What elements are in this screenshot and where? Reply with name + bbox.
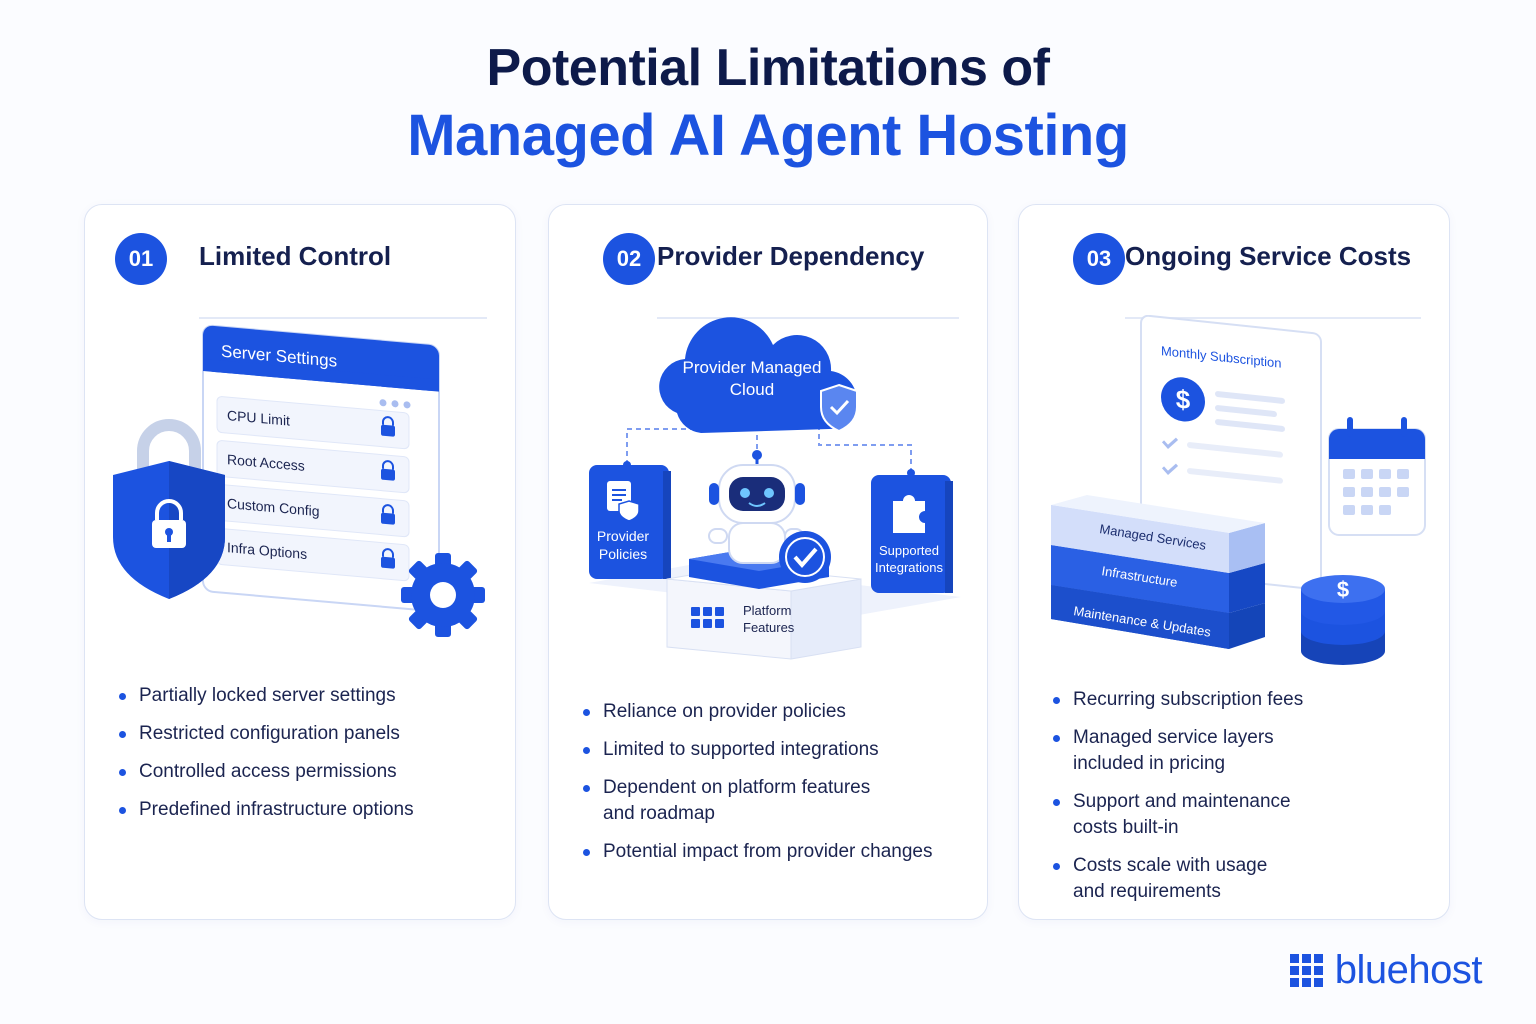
block-label: Provider [597, 528, 649, 544]
block-label: Policies [599, 546, 647, 562]
svg-text:$: $ [1176, 384, 1191, 415]
list-item: Controlled access permissions [117, 759, 495, 785]
card-provider-dependency: 02 Provider Dependency Provider Managed … [548, 204, 988, 920]
lock-shield-icon [113, 419, 225, 599]
block-label: Integrations [875, 560, 943, 575]
checklist-icon [1161, 437, 1283, 484]
bullet-list: Partially locked server settings Restric… [117, 683, 495, 835]
row-label: Root Access [227, 451, 305, 474]
window-dots-icon [379, 399, 387, 407]
card-number-badge: 02 [603, 233, 655, 285]
card-title: Limited Control [199, 241, 392, 271]
list-item: Costs scale with usage and requirements [1051, 853, 1271, 905]
card-header: 01 Limited Control [115, 233, 487, 319]
card-header: 02 Provider Dependency [579, 233, 959, 319]
shield-check-icon [820, 383, 858, 433]
card-header: 03 Ongoing Service Costs [1049, 233, 1421, 319]
card-ongoing-service-costs: 03 Ongoing Service Costs Monthly Subscri… [1018, 204, 1450, 920]
list-item: Restricted configuration panels [117, 721, 495, 747]
service-costs-illustration: Monthly Subscription $ [1051, 314, 1426, 665]
divider [1125, 317, 1421, 319]
card-number-badge: 03 [1073, 233, 1125, 285]
illustration-server-settings: Server Settings CPU Limit Root Access [95, 315, 505, 685]
card-title: Ongoing Service Costs [1125, 241, 1412, 271]
robot-icon [708, 450, 805, 564]
page-title: Potential Limitations of Managed AI Agen… [0, 36, 1536, 172]
divider [199, 317, 487, 319]
puzzle-icon [893, 495, 925, 533]
settings-row: Infra Options [216, 528, 410, 582]
document-icon [607, 481, 640, 522]
supported-integrations-block: Supported Integrations [871, 475, 953, 593]
title-line-2: Managed AI Agent Hosting [407, 103, 1129, 168]
server-settings-illustration: Server Settings CPU Limit Root Access [113, 324, 485, 637]
list-item: Support and maintenance costs built-in [1051, 789, 1301, 841]
card-title: Provider Dependency [657, 241, 925, 271]
title-line-1: Potential Limitations of [486, 39, 1050, 97]
service-layers-stack: Maintenance & Updates Infrastructure Man… [1051, 495, 1265, 649]
illustration-service-costs: Monthly Subscription $ [1029, 314, 1439, 685]
calendar-icon [1328, 417, 1426, 536]
provider-policies-block: Provider Policies [589, 465, 671, 579]
check-badge-icon [779, 531, 831, 583]
list-item: Dependent on platform features and roadm… [581, 775, 881, 827]
provider-cloud-illustration: Provider Managed Cloud Provider [589, 317, 961, 660]
list-item: Managed service layers included in prici… [1051, 725, 1291, 777]
coin-stack-icon: $ [1301, 575, 1385, 665]
base-label: Features [743, 620, 795, 635]
list-item: Predefined infrastructure options [117, 797, 495, 823]
row-label: Infra Options [227, 539, 307, 562]
padlock-icon [381, 460, 395, 481]
row-label: CPU Limit [227, 407, 290, 428]
list-item: Reliance on provider policies [581, 699, 947, 725]
padlock-icon [381, 504, 395, 525]
padlock-icon [381, 416, 395, 437]
gear-icon [401, 553, 485, 637]
illustration-provider-cloud: Provider Managed Cloud Provider [559, 315, 977, 685]
block-label: Supported [879, 543, 939, 558]
list-item: Limited to supported integrations [581, 737, 947, 763]
card-limited-control: 01 Limited Control Server Settings CPU L… [84, 204, 516, 920]
list-item: Recurring subscription fees [1051, 687, 1349, 713]
bullet-list: Reliance on provider policies Limited to… [581, 699, 947, 877]
card-number-badge: 01 [115, 233, 167, 285]
padlock-icon [381, 548, 395, 569]
svg-text:$: $ [1337, 577, 1349, 602]
cloud-label: Provider Managed [683, 358, 822, 377]
layer-infrastructure: Infrastructure [1051, 545, 1265, 613]
divider [657, 317, 959, 319]
layer-managed-services: Managed Services [1051, 495, 1265, 573]
logo-text: bluehost [1334, 948, 1483, 992]
settings-row: Custom Config [216, 484, 410, 538]
grid-icon [691, 607, 724, 628]
base-label: Platform [743, 603, 791, 618]
settings-row: Root Access [216, 440, 410, 494]
cloud-label: Cloud [730, 380, 774, 399]
logo-grid-icon [1289, 954, 1323, 987]
list-item: Partially locked server settings [117, 683, 495, 709]
dollar-icon: $ [1161, 377, 1205, 422]
settings-row: CPU Limit [216, 396, 410, 450]
list-item: Potential impact from provider changes [581, 839, 947, 865]
bullet-list: Recurring subscription fees Managed serv… [1051, 687, 1349, 917]
cloud-icon: Provider Managed Cloud [659, 317, 858, 433]
bluehost-logo: bluehost [1289, 948, 1483, 993]
